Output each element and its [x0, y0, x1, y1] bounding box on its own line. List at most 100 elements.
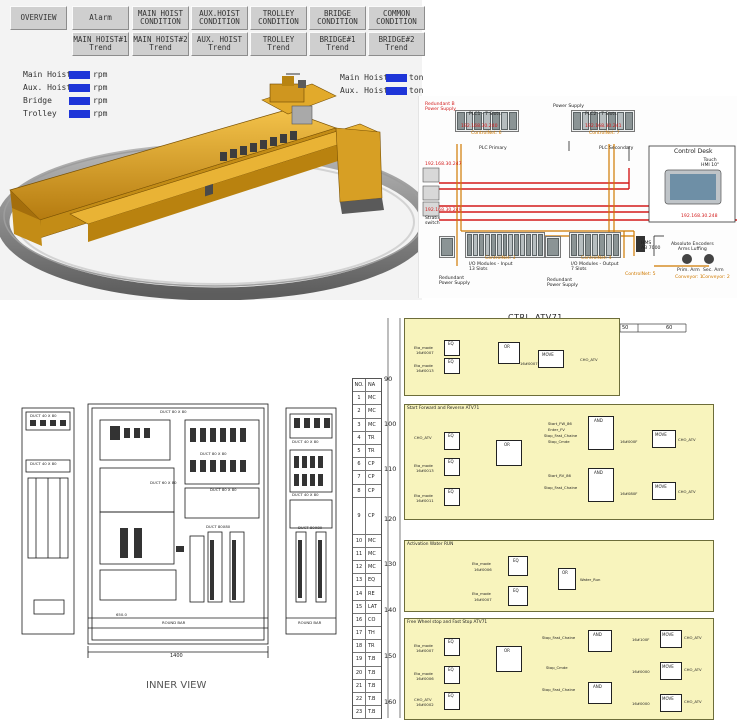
plc-secondary-label: PLC Secondary — [599, 146, 634, 151]
eq-function-block[interactable]: EQ — [508, 556, 528, 576]
table-cell: CO — [368, 616, 376, 623]
table-cell: T.B — [368, 709, 376, 716]
signal-label: Stop_Cmde — [548, 439, 570, 444]
or-function-block[interactable]: OR — [496, 646, 522, 672]
eq-function-block[interactable]: EQ — [508, 586, 528, 606]
and-function-block[interactable]: AND — [588, 416, 614, 450]
table-cell: CP — [368, 512, 375, 519]
nav-main-hoist2-trend-button[interactable]: MAIN HOIST#2 Trend — [132, 32, 189, 56]
eq-function-block[interactable]: EQ — [444, 692, 460, 710]
stratix-switch-label: Stratix switch — [425, 216, 441, 226]
eq-function-block[interactable]: EQ — [444, 458, 460, 476]
dimension-1400: 1400 — [170, 653, 183, 659]
nav-main-hoist1-trend-button[interactable]: MAIN HOIST#1 Trend — [72, 32, 129, 56]
table-cell: 6 — [353, 458, 366, 471]
nav-main-hoist-condition-button[interactable]: MAIN HOIST CONDITION — [132, 6, 189, 30]
move-function-block[interactable]: MOVE — [660, 694, 682, 712]
fb-label: EQ — [448, 459, 454, 464]
signal-label: Stop_Fast_Chaine — [542, 687, 576, 692]
nav-trolley-condition-button[interactable]: TROLLEY CONDITION — [250, 6, 307, 30]
duct-label: DUCT 40 X 80 — [30, 461, 57, 466]
table-cell: 18 — [353, 640, 366, 653]
fb-label: OR — [504, 442, 510, 447]
constant-label: 16#0000 — [632, 701, 650, 706]
duct-label: DUCT 80X80 — [298, 525, 323, 530]
output-label: CHO_ATV — [678, 437, 696, 442]
move-function-block[interactable]: MOVE — [652, 482, 676, 500]
readout-label: Aux. Hoist — [23, 83, 72, 92]
hmi-overview-panel: OVERVIEW Alarm MAIN HOIST CONDITION AUX.… — [0, 0, 425, 300]
eq-function-block[interactable]: EQ — [444, 358, 460, 374]
rung-title: Activation Water RUN — [407, 542, 454, 547]
nav-common-condition-button[interactable]: COMMON CONDITION — [368, 6, 425, 30]
nav-bridge-condition-button[interactable]: BRIDGE CONDITION — [309, 6, 366, 30]
fb-label: EQ — [448, 639, 454, 644]
nav-trolley-trend-button[interactable]: TROLLEY Trend — [250, 32, 307, 56]
header-value-a: 50 — [622, 325, 629, 331]
constant-label: 16#080F — [620, 491, 638, 496]
or-function-block[interactable]: OR — [496, 440, 522, 466]
row-number: 120 — [384, 515, 397, 523]
nav-aux-hoist-trend-button[interactable]: AUX. HOIST Trend — [191, 32, 248, 56]
conveyor1-label: Conveyor: 1 — [675, 275, 703, 280]
duct-label: DUCT 40 X 80 — [292, 492, 319, 497]
output-label: CHO_ATV — [684, 667, 702, 672]
nav-bridge2-trend-button[interactable]: BRIDGE#2 Trend — [368, 32, 425, 56]
move-function-block[interactable]: MOVE — [660, 630, 682, 648]
duct-label: DUCT 40 X 80 — [292, 439, 319, 444]
and-function-block[interactable]: AND — [588, 468, 614, 502]
plc1-controlnet: ControlNet: 6 — [471, 131, 502, 136]
table-cell: 12 — [353, 561, 366, 574]
eq-function-block[interactable]: EQ — [444, 488, 460, 506]
constant-label: 16#0007 — [416, 350, 434, 355]
or-function-block[interactable]: OR — [558, 568, 576, 590]
readout-unit: rpm — [93, 109, 108, 118]
table-cell: 1 — [353, 392, 366, 405]
fb-label: EQ — [513, 588, 519, 593]
signal-label: Eta_mode — [414, 345, 433, 350]
table-cell: T.B — [368, 682, 376, 689]
table-cell: 15 — [353, 600, 366, 613]
eq-function-block[interactable]: EQ — [444, 340, 460, 356]
touch-hmi-label: Touch HMI 10" — [701, 158, 720, 168]
move-function-block[interactable]: MOVE — [538, 350, 564, 368]
signal-label: Start_FW_86 — [548, 421, 572, 426]
readout-unit: ton — [409, 73, 424, 82]
eq-function-block[interactable]: EQ — [444, 666, 460, 684]
output-label: CHO_ATV — [580, 357, 598, 362]
readout-label: Bridge — [23, 96, 52, 105]
and-function-block[interactable]: AND — [588, 682, 612, 704]
encoders-label: Absolute Encoders Arms Luffing — [671, 242, 714, 252]
nav-overview-button[interactable]: OVERVIEW — [10, 6, 67, 30]
fb-label: EQ — [448, 341, 454, 346]
eq-function-block[interactable]: EQ — [444, 432, 460, 450]
duct-label: DUCT 80 X 80 — [210, 487, 237, 492]
table-cell: 10 — [353, 534, 366, 547]
constant-label: 16#000F — [620, 439, 638, 444]
move-function-block[interactable]: MOVE — [660, 662, 682, 680]
table-cell: 8 — [353, 484, 366, 497]
eq-function-block[interactable]: EQ — [444, 638, 460, 656]
nav-alarm-button[interactable]: Alarm — [72, 6, 129, 30]
ladder-logic-sheet: CTRL_ATV71 50 60 90 100 110 120 130 140 … — [348, 300, 737, 720]
fb-label: MOVE — [662, 632, 674, 637]
readout-unit: rpm — [93, 83, 108, 92]
or-function-block[interactable]: OR — [498, 342, 520, 364]
nav-aux-hoist-condition-button[interactable]: AUX.HOIST CONDITION — [191, 6, 248, 30]
nav-bridge1-trend-button[interactable]: BRIDGE#1 Trend — [309, 32, 366, 56]
move-function-block[interactable]: MOVE — [652, 430, 676, 448]
hmi-ip: 192.168.30.248 — [681, 214, 718, 219]
and-function-block[interactable]: AND — [588, 630, 612, 652]
signal-label: Enter_FV — [548, 427, 565, 432]
readout-unit: rpm — [93, 96, 108, 105]
table-cell: TR — [368, 434, 375, 441]
